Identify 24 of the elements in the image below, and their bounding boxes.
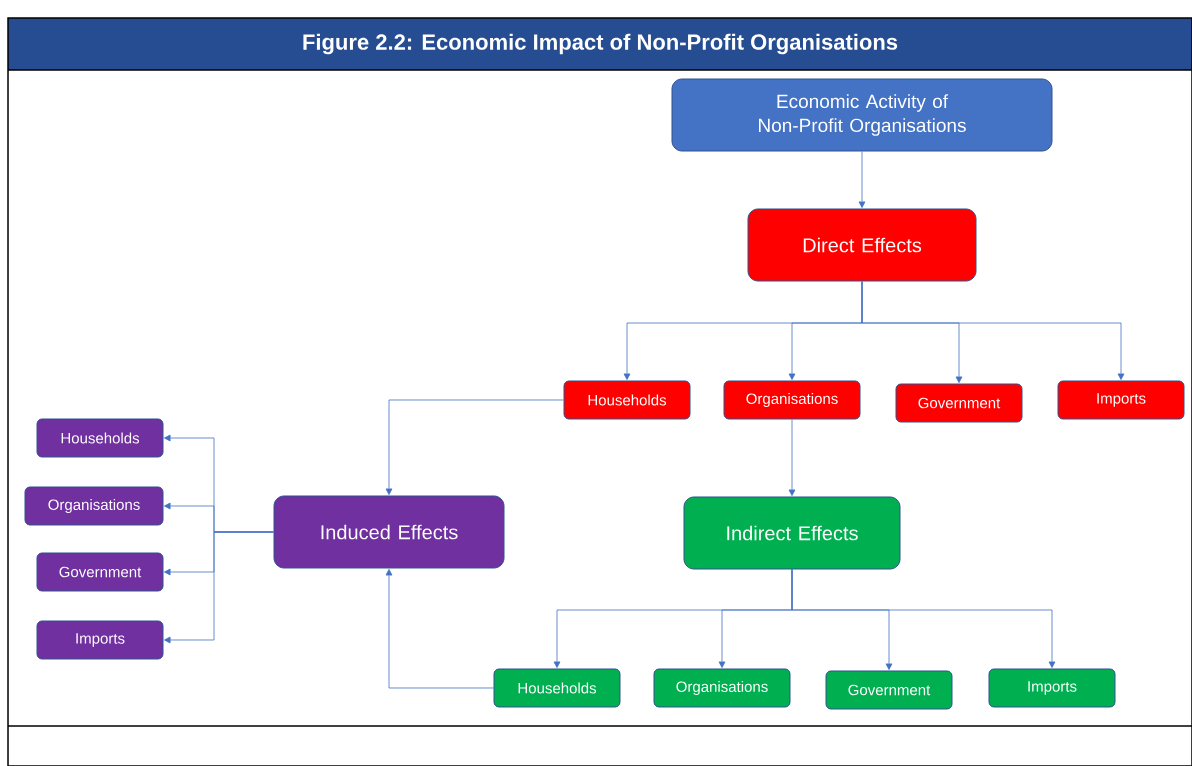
- effect-box: Government: [895, 383, 1023, 423]
- effect-box: Organisations: [723, 380, 861, 420]
- effect-box: Direct Effects: [747, 208, 977, 282]
- effect-box: Imports: [1057, 380, 1185, 420]
- effect-box: Government: [825, 670, 953, 710]
- effect-box: Organisations: [653, 668, 791, 708]
- effect-box: Imports: [988, 668, 1116, 708]
- effect-box: Organisations: [24, 486, 164, 526]
- activity-box: Economic Activity of Non-Profit Organisations: [671, 78, 1053, 152]
- arrow: [385, 569, 494, 689]
- arrow: [164, 531, 274, 644]
- effect-box: Indirect Effects: [683, 496, 901, 570]
- title-banner: Figure 2.2: Economic Impact of Non-Profit Organisations: [8, 18, 1192, 70]
- arrow: [858, 151, 866, 208]
- effect-box: Households: [36, 418, 164, 458]
- arrow: [385, 399, 564, 495]
- effect-box: Households: [563, 380, 691, 420]
- effect-box: Imports: [36, 620, 164, 660]
- arrow: [788, 419, 796, 496]
- arrow: [791, 569, 1056, 668]
- arrow: [861, 281, 1125, 380]
- effect-box: Government: [36, 552, 164, 592]
- effect-box: Induced Effects: [273, 495, 505, 569]
- effect-box: Households: [493, 668, 621, 708]
